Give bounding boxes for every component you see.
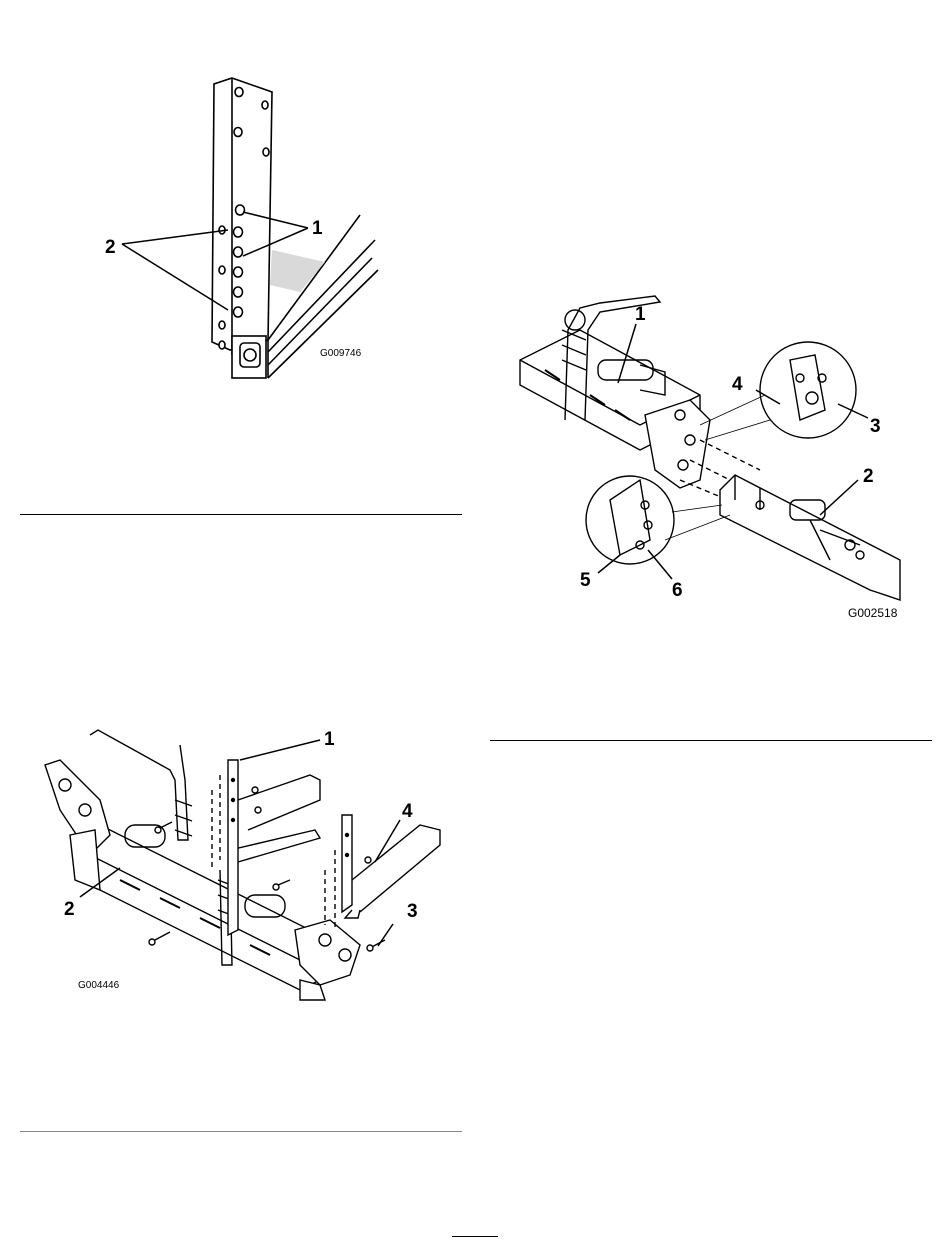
figure-g009746: 1 2 G009746 xyxy=(0,0,475,420)
figure-id: G009746 xyxy=(320,348,362,359)
figure-g004446: 1 2 3 4 G004446 xyxy=(0,700,475,1030)
section-divider xyxy=(20,514,462,515)
callout-5: 5 xyxy=(580,570,591,591)
callout-4: 4 xyxy=(732,374,743,395)
section-divider xyxy=(20,1131,462,1132)
deck-illustration xyxy=(520,296,900,600)
callout-3: 3 xyxy=(870,416,881,437)
figure-id: G004446 xyxy=(78,980,120,991)
callout-6: 6 xyxy=(672,580,683,601)
callout-1: 1 xyxy=(324,729,335,750)
callout-1: 1 xyxy=(635,304,646,325)
section-divider xyxy=(490,740,932,741)
bracket-illustration xyxy=(212,78,378,378)
callout-2: 2 xyxy=(64,899,75,920)
callout-1: 1 xyxy=(312,218,323,239)
figure-g002518: 1 2 3 4 5 6 G002518 xyxy=(475,0,950,640)
callout-2: 2 xyxy=(863,466,874,487)
page-number-line xyxy=(452,1236,498,1237)
axle-illustration xyxy=(45,730,440,1000)
figure-id: G002518 xyxy=(848,606,898,620)
callout-2: 2 xyxy=(105,237,116,258)
callout-4: 4 xyxy=(402,801,413,822)
callout-3: 3 xyxy=(407,901,418,922)
